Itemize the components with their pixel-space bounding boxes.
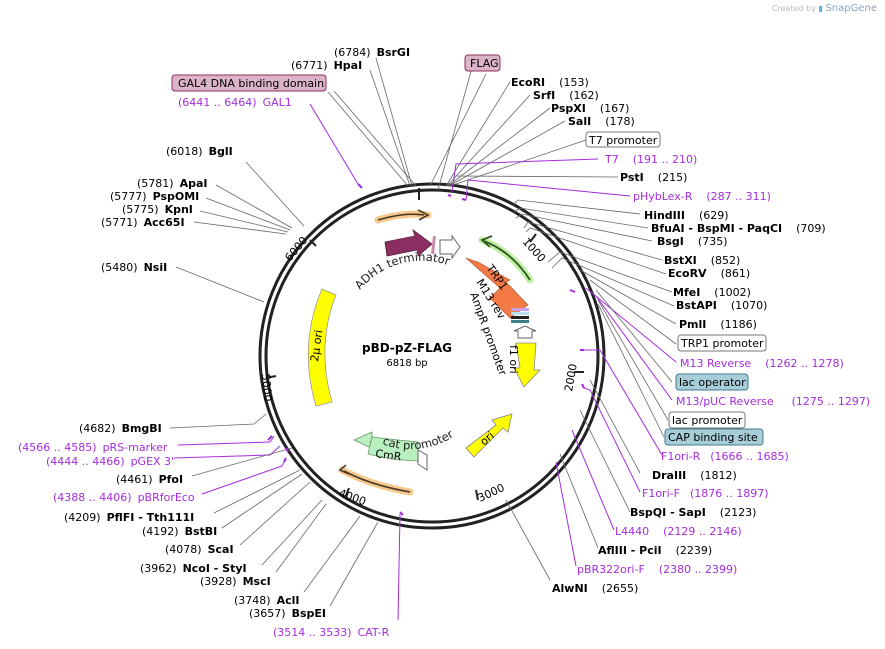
enzyme-label[interactable]: (6784)BsrGI — [334, 46, 410, 59]
primer-label[interactable]: (4566 .. 4585)pRS-marker — [18, 441, 168, 454]
tick-label-3000: 3000 — [476, 481, 507, 505]
feature-box-lac-promoter[interactable]: lac promoter — [668, 411, 746, 429]
enzyme-label[interactable]: MfeI(1002) — [673, 286, 751, 299]
enzyme-label[interactable]: BsgI(735) — [657, 235, 728, 248]
tick-label-5000: 5000 — [259, 373, 274, 402]
adh1-terminator-label: ADH1 terminator — [352, 250, 452, 292]
adh1-terminator-feature[interactable] — [384, 228, 433, 257]
snapgene-watermark: Created by ▮ SnapGene — [772, 3, 877, 14]
primer-label[interactable]: M13 Reverse(1262 .. 1278) — [680, 357, 844, 370]
cmr-label: CmR — [375, 447, 403, 464]
feature-box-t7-promoter[interactable]: T7 promoter — [585, 131, 661, 148]
enzyme-label[interactable]: (4209)PflFI - Tth111I — [64, 511, 194, 524]
enzyme-label[interactable]: SrfI(162) — [533, 89, 599, 102]
tick-label-1000: 1000 — [520, 235, 548, 265]
svg-text:TRP1 promoter: TRP1 promoter — [680, 337, 764, 350]
enzyme-label[interactable]: SalI(178) — [568, 115, 635, 128]
enzyme-label[interactable]: (5771)Acc65I — [101, 216, 185, 229]
feature-box-gal4[interactable]: GAL4 DNA binding domain — [171, 74, 327, 92]
ori-feature[interactable] — [465, 413, 513, 458]
gal4-feature-arrow — [377, 209, 430, 221]
primer-label[interactable]: L4440(2129 .. 2146) — [615, 525, 742, 538]
t7-promoter-feature[interactable] — [439, 234, 461, 260]
watermark-brand: SnapGene — [825, 3, 877, 14]
trp1-promoter-arrow — [480, 235, 531, 281]
enzyme-label[interactable]: (6771)HpaI — [291, 59, 362, 72]
cat-promoter-feature[interactable] — [417, 449, 428, 471]
enzyme-label[interactable]: (4192)BstBI — [142, 525, 217, 538]
enzyme-label[interactable]: (3657)BspEI — [249, 607, 326, 620]
enzyme-label[interactable]: BspQI - SapI(2123) — [630, 506, 756, 519]
enzyme-label[interactable]: (3928)MscI — [200, 575, 271, 588]
two-micron-ori-feature[interactable] — [307, 288, 337, 407]
primer-label[interactable]: pBR322ori-F(2380 .. 2399) — [577, 563, 737, 576]
leader-lines — [169, 57, 677, 621]
primer-label[interactable]: (4388 .. 4406)pBRforEco — [53, 491, 195, 504]
enzyme-label[interactable]: PspXI(167) — [551, 102, 629, 115]
enzyme-label[interactable]: (5777)PspOMI — [110, 190, 199, 203]
enzyme-label[interactable]: HindIII(629) — [644, 209, 729, 222]
enzyme-label[interactable]: (5781)ApaI — [137, 177, 207, 190]
feature-box-trp1-promoter[interactable]: TRP1 promoter — [677, 334, 767, 352]
enzyme-label[interactable]: AlwNI(2655) — [552, 582, 638, 595]
enzyme-label[interactable]: (4078)ScaI — [165, 543, 234, 556]
enzyme-label[interactable]: (5480)NsiI — [101, 261, 167, 274]
f1-ori-feature[interactable] — [513, 342, 541, 388]
tick-marks — [265, 188, 584, 501]
enzyme-label[interactable]: BstXI(852) — [664, 254, 740, 267]
cat-promoter-label: cat promoter — [381, 427, 456, 453]
svg-text:FLAG: FLAG — [470, 57, 499, 70]
primer-binding-marks — [267, 183, 585, 516]
enzyme-label[interactable]: PstI(215) — [620, 171, 687, 184]
plasmid-length: 6818 bp — [386, 358, 427, 369]
snapgene-logo-icon: ▮ — [818, 4, 823, 13]
primer-label[interactable]: pHybLex-R(287 .. 311) — [633, 190, 771, 203]
svg-text:lac promoter: lac promoter — [672, 414, 743, 427]
plasmid-name: pBD-pZ-FLAG — [362, 341, 452, 355]
primer-label[interactable]: (4444 .. 4466)pGEX 3' — [46, 455, 174, 468]
ampr-promoter-feature[interactable] — [513, 325, 537, 339]
two-micron-ori-label: 2µ ori — [308, 329, 325, 362]
enzyme-label[interactable]: EcoRI(153) — [511, 76, 589, 89]
tick-label-4000: 4000 — [337, 487, 368, 509]
f1-ori-label: f1 ori — [507, 345, 520, 374]
tick-label-2000: 2000 — [562, 363, 580, 393]
cat-arrow — [338, 464, 411, 493]
enzyme-label[interactable]: (4682)BmgBI — [79, 422, 162, 435]
m13rev-lac-operator-block[interactable] — [511, 308, 529, 323]
primer-label[interactable]: (6441 .. 6464)GAL1 — [178, 96, 292, 109]
primer-label[interactable]: M13/pUC Reverse(1275 .. 1297) — [676, 395, 870, 408]
enzyme-label[interactable]: BfuAI - BspMI - PaqCI(709) — [651, 222, 826, 235]
primer-label[interactable]: T7(191 .. 210) — [604, 153, 697, 166]
enzyme-label[interactable]: EcoRV(861) — [668, 267, 750, 280]
cat-primer-arc[interactable] — [338, 466, 414, 496]
enzyme-label[interactable]: (3748)AclI — [234, 594, 299, 607]
enzyme-label[interactable]: (5775)KpnI — [122, 203, 193, 216]
enzyme-label[interactable]: DraIII(1812) — [652, 469, 737, 482]
feature-box-lac-operator[interactable]: lac operator — [675, 373, 749, 391]
enzyme-label[interactable]: (6018)BglI — [166, 145, 233, 158]
feature-box-flag[interactable]: FLAG — [464, 54, 501, 72]
primer-label[interactable]: F1ori-F(1876 .. 1897) — [642, 487, 769, 500]
enzyme-label[interactable]: AflIII - PciI(2239) — [598, 544, 712, 557]
primer-label[interactable]: (3514 .. 3533)CAT-R — [273, 626, 390, 639]
primer-label[interactable]: F1ori-R(1666 .. 1685) — [661, 450, 789, 463]
svg-text:GAL4 DNA binding domain: GAL4 DNA binding domain — [178, 77, 324, 90]
svg-text:T7 promoter: T7 promoter — [588, 134, 658, 147]
flag-feature[interactable] — [431, 235, 436, 255]
enzyme-label[interactable]: PmlI(1186) — [679, 318, 757, 331]
enzyme-label[interactable]: BstAPI(1070) — [676, 299, 767, 312]
feature-box-cap-binding-site[interactable]: CAP binding site — [664, 428, 764, 446]
watermark-prefix: Created by — [771, 4, 816, 13]
svg-text:CAP binding site: CAP binding site — [668, 431, 758, 444]
svg-text:lac operator: lac operator — [679, 376, 746, 389]
enzyme-label[interactable]: (3962)NcoI - StyI — [140, 562, 247, 575]
trp1-feature[interactable] — [465, 257, 529, 319]
enzyme-label[interactable]: (4461)PfoI — [116, 473, 183, 486]
